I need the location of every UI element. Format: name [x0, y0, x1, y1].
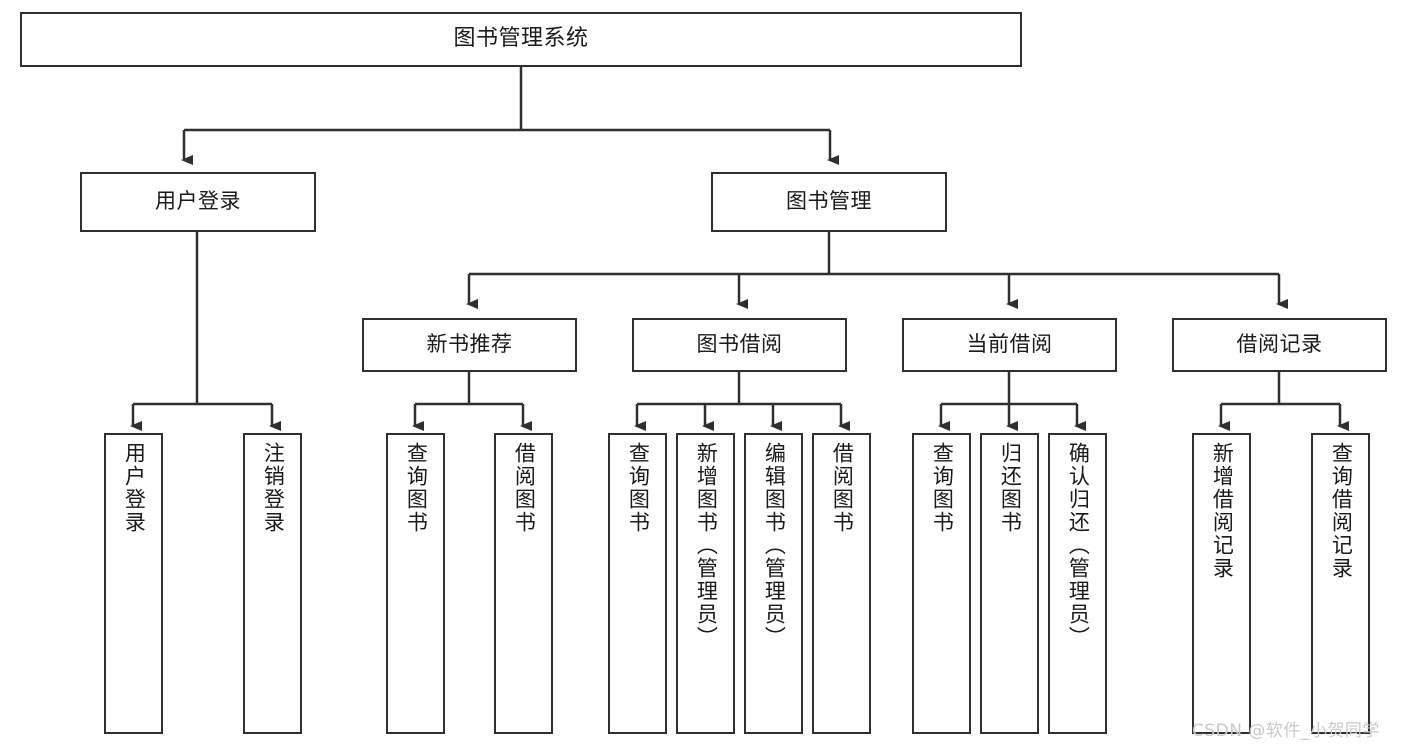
node-label: 查询图书: [404, 442, 429, 534]
leaf-query-book-borrow[interactable]: 查询图书: [608, 433, 667, 734]
node-label: 确认归还（管理员）: [1066, 442, 1091, 649]
leaf-edit-book-admin[interactable]: 编辑图书（管理员）: [744, 433, 803, 734]
leaf-add-borrow-record[interactable]: 新增借阅记录: [1192, 433, 1251, 734]
node-label: 借阅记录: [1236, 332, 1323, 357]
node-label: 新增图书（管理员）: [694, 442, 719, 649]
leaf-confirm-return-admin[interactable]: 确认归还（管理员）: [1048, 433, 1107, 734]
node-label: 图书管理系统: [453, 26, 589, 52]
node-current-borrow[interactable]: 当前借阅: [902, 318, 1117, 372]
node-label: 新书推荐: [426, 332, 513, 357]
csdn-watermark: CSDN @软件_小贺同学: [1192, 721, 1380, 741]
node-label: 注销登录: [261, 442, 286, 534]
node-label: 查询图书: [930, 442, 955, 534]
node-label: 图书借阅: [696, 332, 783, 357]
node-user-login[interactable]: 用户登录: [80, 172, 316, 232]
leaf-logout[interactable]: 注销登录: [243, 433, 302, 734]
leaf-borrow-book-recommend[interactable]: 借阅图书: [494, 433, 553, 734]
leaf-borrow-book[interactable]: 借阅图书: [812, 433, 871, 734]
node-label: 新增借阅记录: [1210, 442, 1235, 580]
node-label: 用户登录: [155, 189, 241, 214]
leaf-query-book-current[interactable]: 查询图书: [912, 433, 971, 734]
leaf-add-book-admin[interactable]: 新增图书（管理员）: [676, 433, 735, 734]
node-label: 归还图书: [998, 442, 1023, 534]
leaf-user-login[interactable]: 用户登录: [104, 433, 163, 734]
node-new-book-recommend[interactable]: 新书推荐: [362, 318, 577, 372]
node-label: 图书管理: [786, 189, 872, 214]
node-borrow-records[interactable]: 借阅记录: [1172, 318, 1387, 372]
leaf-return-book[interactable]: 归还图书: [980, 433, 1039, 734]
leaf-query-book-recommend[interactable]: 查询图书: [386, 433, 445, 734]
node-book-management[interactable]: 图书管理: [711, 172, 947, 232]
node-label: 借阅图书: [512, 442, 537, 534]
node-label: 查询图书: [626, 442, 651, 534]
leaf-query-borrow-record[interactable]: 查询借阅记录: [1311, 433, 1370, 734]
node-book-borrow[interactable]: 图书借阅: [632, 318, 847, 372]
node-label: 用户登录: [122, 442, 147, 534]
node-label: 编辑图书（管理员）: [762, 442, 787, 649]
node-label: 查询借阅记录: [1329, 442, 1354, 580]
node-label: 借阅图书: [830, 442, 855, 534]
node-root[interactable]: 图书管理系统: [20, 12, 1022, 67]
node-label: 当前借阅: [966, 332, 1053, 357]
